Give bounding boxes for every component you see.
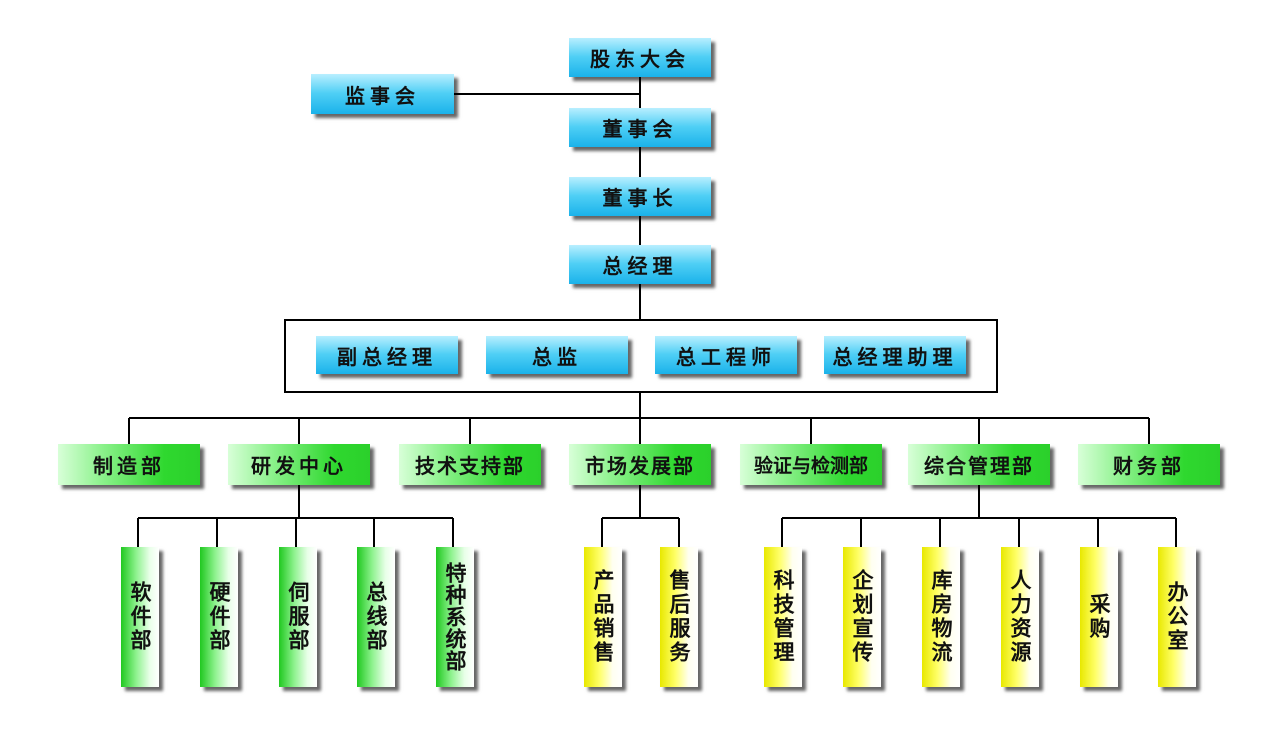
chief-engineer-box: 总工程师 <box>655 336 797 374</box>
unit-software: 软件部 <box>121 547 159 687</box>
general-manager-box: 总经理 <box>569 245 711 284</box>
deputy-gm-box: 副总经理 <box>316 336 458 374</box>
unit-hardware: 硬件部 <box>200 547 238 687</box>
unit-human-resources: 人力资源 <box>1001 547 1039 687</box>
dept-market-development: 市场发展部 <box>569 444 711 485</box>
director-box: 总监 <box>486 336 628 374</box>
dept-finance: 财务部 <box>1078 444 1220 485</box>
unit-tech-management: 科技管理 <box>764 547 802 687</box>
unit-servo: 伺服部 <box>279 547 317 687</box>
board-box: 董事会 <box>569 108 711 147</box>
unit-warehouse-logistics: 库房物流 <box>922 547 960 687</box>
dept-verification-testing: 验证与检测部 <box>740 444 882 485</box>
unit-procurement: 采购 <box>1080 547 1118 687</box>
supervisors-box: 监事会 <box>311 74 454 114</box>
dept-manufacturing: 制造部 <box>58 444 200 485</box>
unit-after-sales: 售后服务 <box>660 547 698 687</box>
unit-special-systems: 特种系统部 <box>436 547 474 687</box>
dept-tech-support: 技术支持部 <box>399 444 541 485</box>
unit-office: 办公室 <box>1158 547 1196 687</box>
unit-planning-promotion: 企划宣传 <box>843 547 881 687</box>
dept-general-admin: 综合管理部 <box>908 444 1050 485</box>
unit-product-sales: 产品销售 <box>584 547 622 687</box>
shareholders-box: 股东大会 <box>569 38 711 77</box>
dept-rd-center: 研发中心 <box>228 444 370 485</box>
unit-bus: 总线部 <box>357 547 395 687</box>
gm-assistant-box: 总经理助理 <box>824 336 966 374</box>
chairman-box: 董事长 <box>569 177 711 216</box>
